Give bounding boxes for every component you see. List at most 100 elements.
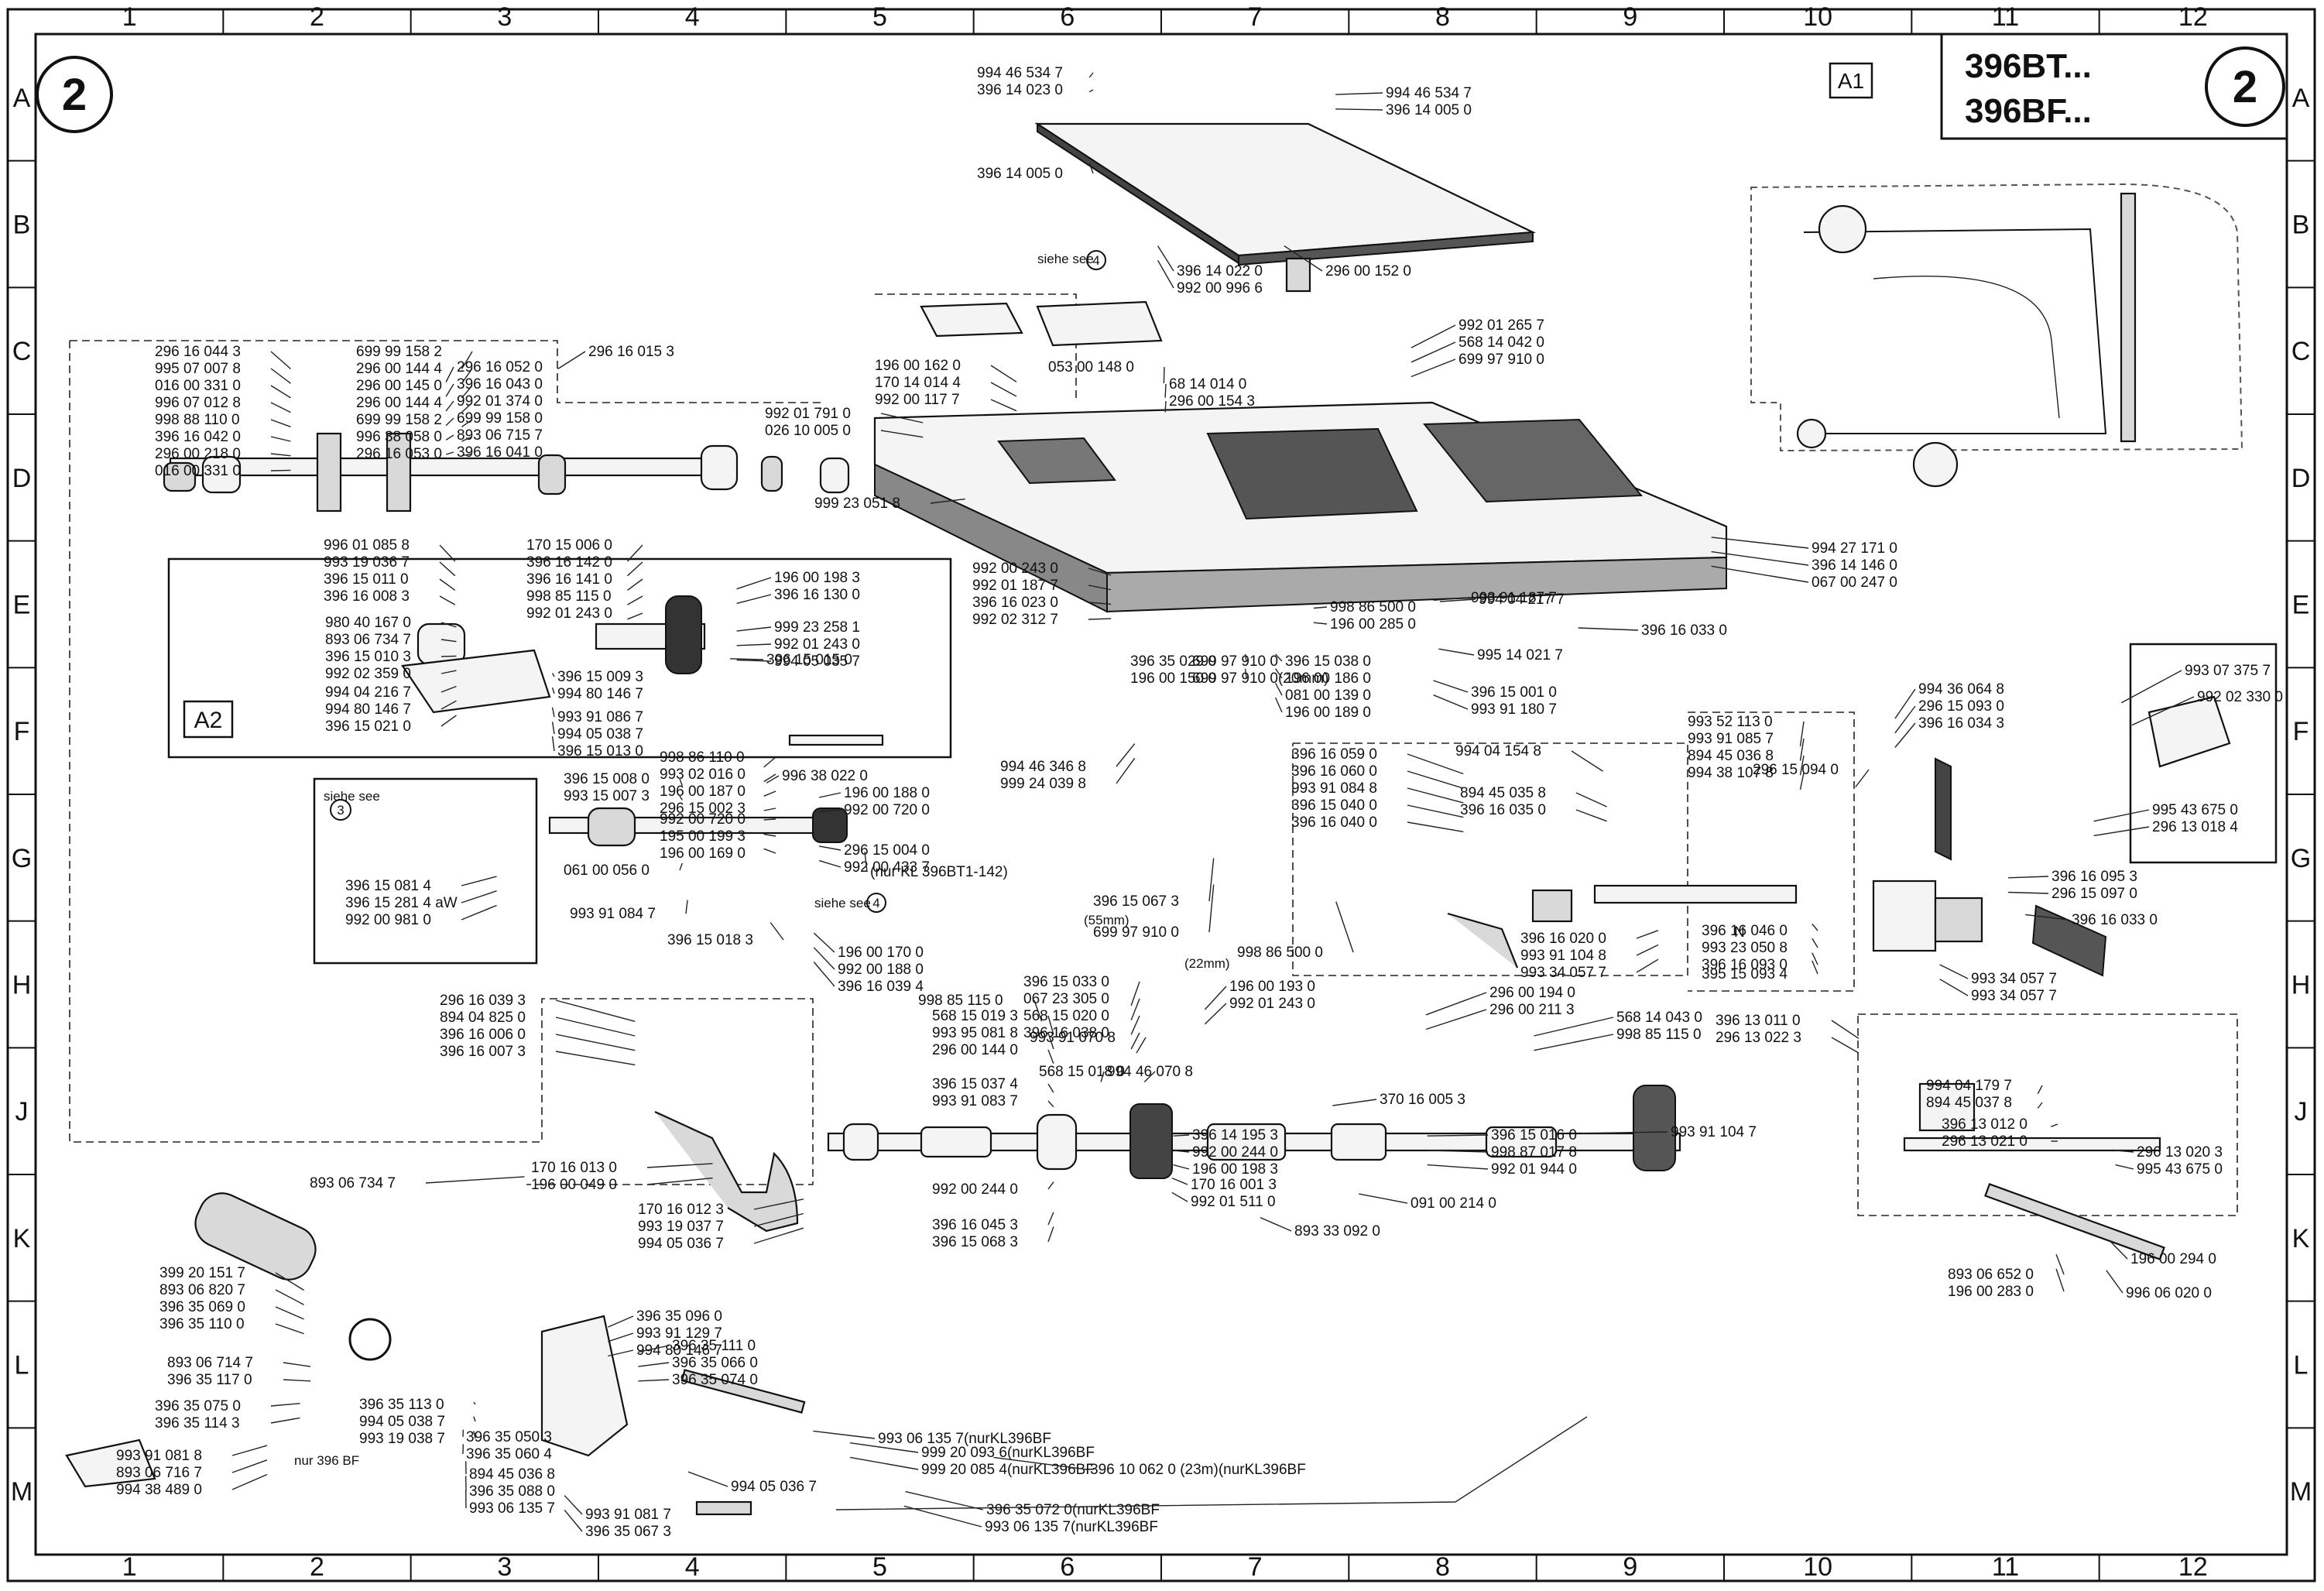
leader-line [461,876,497,886]
leader-line [461,904,497,921]
leader-line [1164,400,1167,413]
col-label-top: 10 [1803,2,1832,32]
part-number-label: 893 06 820 7 [159,1282,245,1298]
part-number-label: 296 16 044 3 [155,344,241,360]
leader-line [880,413,924,423]
leader-line [1208,884,1215,933]
part-number-label: 396 13 012 0 [1942,1116,2028,1133]
part-number-label: 699 97 910 0 [1093,924,1179,941]
leader-line [1033,1000,1043,1022]
part-number-label: 396 35 113 0 [359,1397,444,1413]
leader-line [736,594,772,605]
leader-line [880,430,924,438]
part-number-label: 016 00 331 0 [155,378,241,394]
leader-line [1116,743,1136,767]
part-number-label: 396 15 015 0 [766,652,852,668]
part-number-label: 399 20 151 7 [159,1265,245,1281]
part-number-label: 296 00 144 4 [356,361,442,377]
leader-line [461,436,473,442]
leader-line [1313,622,1328,625]
leader-line [1047,1049,1054,1064]
part-number-label: 994 05 038 7 [557,726,643,742]
row-label-left: L [15,1351,29,1380]
part-number-label: 993 19 036 7 [324,554,410,571]
leader-line [1433,694,1469,710]
part-number-label: 994 05 035 7 [774,653,860,670]
col-label-top: 11 [1992,2,2019,32]
part-number-label: 053 00 148 0 [1048,359,1134,375]
part-number-label: 993 91 104 7 [1671,1124,1757,1140]
leader-line [1088,163,1094,174]
part-number-label: 993 34 057 7 [1971,971,2057,987]
part-number-label: 396 15 016 0 [1491,1127,1577,1144]
part-number-label: 016 00 331 0 [155,463,241,479]
part-number-label: 396 16 095 3 [2051,869,2137,885]
leader-line [555,1000,636,1022]
part-number-label: 396 15 008 0 [564,771,650,787]
part-number-label: 396 35 110 0 [159,1316,245,1332]
ref-3-circle [330,799,351,821]
leader-line [813,932,835,953]
part-number-label: 067 00 247 0 [1812,574,1897,591]
part-number-label: 992 00 433 7 [844,859,930,876]
leader-line [1047,1212,1054,1226]
col-label-top: 4 [685,2,700,32]
part-number-label: 998 85 115 0 [1616,1027,1702,1043]
col-label-bottom: 10 [1803,1552,1832,1582]
group-upper-dashed-border [70,340,821,403]
right-bracket-illustration [1872,695,2231,977]
middle-shaft-illustration [548,807,1798,904]
leader-line [564,1509,583,1532]
leader-line [730,658,764,660]
part-number-label: 396 16 023 0 [972,595,1058,611]
leader-line [763,773,776,783]
leader-line [1812,923,1818,931]
leader-line [687,1471,728,1487]
leader-line [1157,245,1174,272]
part-number-label: 396 35 029 0 [1130,653,1216,670]
leader-line [638,1345,670,1353]
part-number-label: 396 15 010 3 [325,649,411,665]
part-number-label: 699 97 910 0 [1458,351,1544,368]
part-number-label: 992 02 330 0 [2197,689,2283,705]
lower-right-drive-illustration [1903,1082,2165,1260]
leader-line [1359,1193,1408,1204]
part-number-label: 992 01 374 0 [457,393,543,410]
section-a2-box [183,700,234,739]
leader-line [736,643,772,646]
part-number-label: 894 45 035 8 [1460,785,1546,801]
leader-line [646,1163,713,1168]
leader-line [231,1445,268,1456]
part-number-label: 396 15 018 3 [667,932,753,948]
part-number-label: 396 16 130 0 [774,587,860,603]
leader-line [1088,89,1094,93]
ref-4-mid-circle [866,893,886,913]
leader-line [1799,755,1805,776]
leader-line [1407,821,1464,832]
leader-line [2093,826,2150,837]
leader-line [627,595,643,605]
leader-line [903,1505,982,1528]
part-number-label: 296 00 211 3 [1489,1002,1575,1018]
leader-line [551,707,555,718]
leader-line [2131,696,2195,726]
part-number-label: 396 16 060 0 [1291,763,1377,780]
part-number-label: 992 02 359 0 [325,666,411,682]
leader-line [1711,550,1809,566]
leader-line [813,1430,876,1439]
leader-line [283,1379,311,1382]
part-number-label: 993 06 135 7(nurKL396BF [985,1519,1158,1535]
leader-line [608,1332,634,1342]
row-label-left: K [13,1224,31,1253]
leader-line [555,1051,636,1066]
part-number-label: 993 91 083 7 [932,1093,1018,1109]
leader-line [763,833,776,837]
part-number-label: 993 06 135 7 [469,1500,555,1517]
part-number-label: 296 13 022 3 [1716,1030,1801,1046]
leader-line [557,351,586,370]
row-label-left: D [12,464,32,493]
part-number-label: 993 34 057 7 [1971,988,2057,1004]
part-number-label: 993 23 050 8 [1702,940,1788,956]
